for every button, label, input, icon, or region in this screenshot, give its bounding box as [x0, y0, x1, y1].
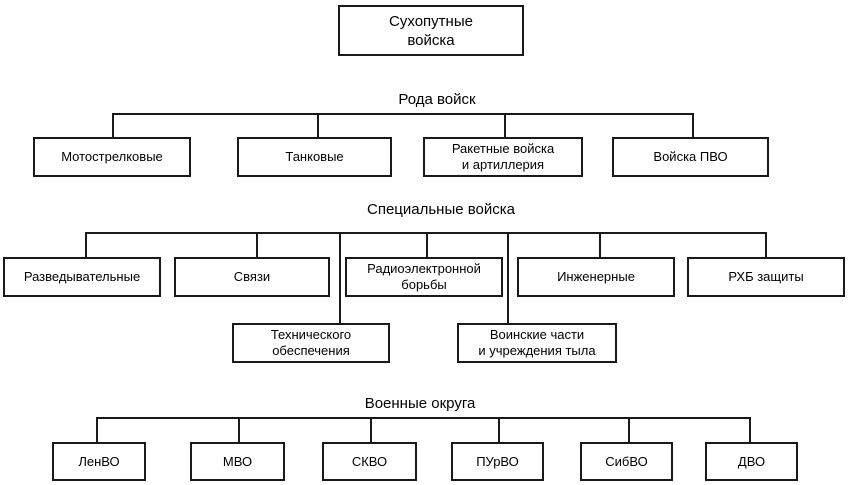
node-voyska-pvo: Войска ПВО — [612, 137, 769, 177]
connector-line — [599, 232, 601, 257]
connector-line — [339, 232, 341, 323]
connector-line — [765, 232, 767, 257]
node-voinskie-chasti-i-uchrezhdeniya-tyla: Воинские части и учреждения тыла — [457, 323, 617, 363]
section-title-branches: Рода войск — [398, 91, 476, 108]
connector-line — [96, 417, 98, 442]
connector-line — [317, 113, 319, 138]
node-svyazi: Связи — [174, 257, 330, 297]
section-title-military-districts: Военные округа — [364, 395, 476, 412]
connector-line — [370, 417, 372, 442]
connector-line — [97, 417, 751, 419]
node-skvo: СКВО — [322, 442, 417, 481]
node-purvo: ПУрВО — [451, 442, 544, 481]
node-lenvo: ЛенВО — [52, 442, 146, 481]
connector-line — [507, 232, 509, 323]
connector-line — [238, 417, 240, 442]
node-dvo: ДВО — [705, 442, 798, 481]
connector-line — [85, 232, 87, 257]
node-motostrelkovye: Мотострелковые — [33, 137, 191, 177]
node-sibvo: СибВО — [580, 442, 673, 481]
connector-line — [504, 113, 506, 138]
node-mvo: МВО — [190, 442, 285, 481]
connector-line — [112, 113, 114, 138]
node-inzhenernye: Инженерные — [517, 257, 675, 297]
root-box-ground-forces: Сухопутные войска — [338, 5, 524, 56]
connector-line — [113, 113, 694, 115]
connector-line — [426, 232, 428, 257]
node-radioelektronnoy-borby: Радиоэлектронной борьбы — [345, 257, 503, 297]
connector-line — [749, 417, 751, 442]
connector-line — [628, 417, 630, 442]
node-rhb-zashchity: РХБ защиты — [687, 257, 845, 297]
connector-line — [256, 232, 258, 257]
section-title-special-troops: Специальные войска — [366, 201, 516, 218]
node-razvedyvatelnye: Разведывательные — [3, 257, 161, 297]
node-tekhnicheskogo-obespecheniya: Технического обеспечения — [232, 323, 390, 363]
node-raketnye-voyska-i-artilleriya: Ракетные войска и артиллерия — [423, 137, 583, 177]
node-tankovye: Танковые — [237, 137, 392, 177]
connector-line — [498, 417, 500, 442]
connector-line — [692, 113, 694, 138]
